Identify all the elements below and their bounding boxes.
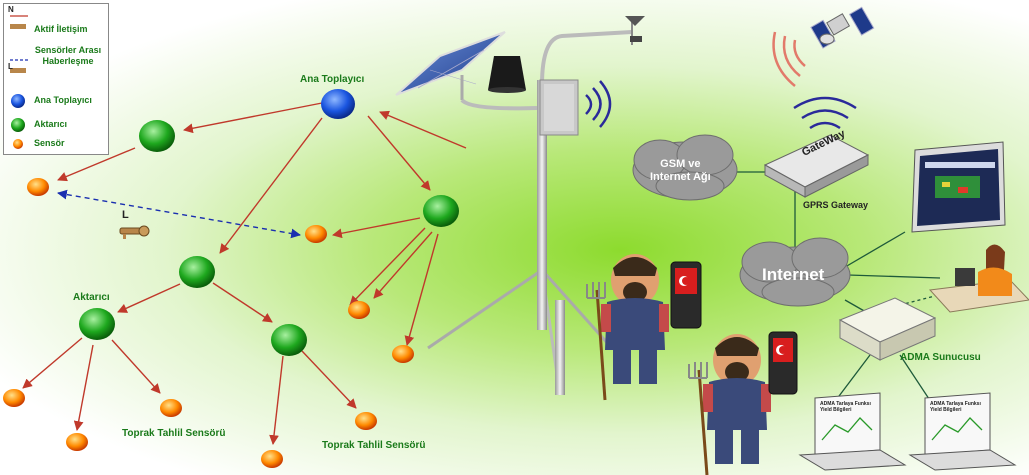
arrow [22, 337, 83, 389]
north-letter: N [8, 5, 14, 14]
legend-relay: Aktarıcı [34, 119, 68, 129]
farmer-figure [586, 254, 702, 401]
legend-icons [10, 15, 28, 149]
arrow [301, 350, 357, 409]
arrow [367, 115, 431, 191]
sensor-node [160, 399, 182, 417]
arrow [373, 231, 433, 299]
gateway-device [763, 134, 870, 198]
l-letter: L [8, 62, 13, 71]
farmer-figure [688, 331, 798, 475]
laptop-2 [908, 392, 1017, 471]
weather-station [395, 16, 645, 396]
sensor-node [261, 450, 283, 468]
arrow [379, 110, 467, 149]
satellite-icon [810, 6, 875, 49]
legend-main-collector: Ana Toplayıcı [34, 95, 92, 105]
main-collector-node [321, 89, 355, 119]
internet-cloud-label: Internet [762, 265, 825, 284]
sensor-node [66, 433, 88, 451]
key-icon [119, 225, 150, 239]
relay-node [179, 256, 215, 288]
relay-node [423, 195, 459, 227]
arrow [332, 217, 421, 239]
sensor-node [348, 301, 370, 319]
adma-server-label: ADMA Sunucusu [900, 352, 981, 363]
legend-sensor-comm: Sensörler Arası Haberleşme [34, 45, 102, 66]
relay-node [139, 120, 175, 152]
gateway-wifi-icon [793, 96, 857, 130]
soil-sensor-label-1: Toprak Tahlil Sensörü [122, 428, 226, 439]
legend-box: N Aktif İletişim Sensörler Arası Haberle… [3, 3, 109, 155]
laptop-screen-label-1: ADMA Tarlaya Funksı Yield Bilgileri [820, 401, 871, 413]
arrow [117, 283, 181, 313]
sensor-node [355, 412, 377, 430]
l-marker-label: L [122, 209, 129, 221]
key-icon [10, 24, 26, 29]
sensor-node [3, 389, 25, 407]
arrow [212, 282, 273, 323]
relay-node [271, 324, 307, 356]
arrow [57, 147, 136, 182]
gsm-cloud-label: GSM ve Internet Ağı [650, 158, 711, 183]
laptop-1 [798, 392, 907, 471]
relay-node [79, 308, 115, 340]
comm-arrows [22, 102, 467, 445]
soil-sensor-label-2: Toprak Tahlil Sensörü [322, 440, 426, 451]
legend-sensor: Sensör [34, 138, 65, 148]
relay-label: Aktarıcı [73, 292, 110, 303]
arrow [404, 233, 439, 346]
arrow [269, 355, 284, 445]
internet-cloud [739, 237, 851, 307]
wifi-waves-icon [585, 80, 612, 128]
adma-server-device [838, 297, 937, 361]
arrow [73, 344, 94, 431]
signal-waves-icon [772, 31, 806, 87]
laptop-screen-label-2: ADMA Tarlaya Funksı Yield Bilgileri [930, 401, 981, 413]
gprs-gateway-label: GPRS Gateway [803, 200, 869, 210]
sensor-node [305, 225, 327, 243]
arrow [349, 227, 426, 306]
sensor-node [27, 178, 49, 196]
sensor-link [57, 189, 301, 239]
gsm-cloud [632, 134, 738, 201]
monitor-display [911, 141, 1006, 233]
main-collector-label: Ana Toplayıcı [300, 74, 365, 85]
sensor-nodes [3, 178, 414, 468]
arrow [183, 102, 323, 134]
sensor-node [392, 345, 414, 363]
arrow [111, 339, 161, 394]
operator-figure [928, 244, 1029, 313]
legend-active-comm: Aktif İletişim [34, 24, 88, 34]
